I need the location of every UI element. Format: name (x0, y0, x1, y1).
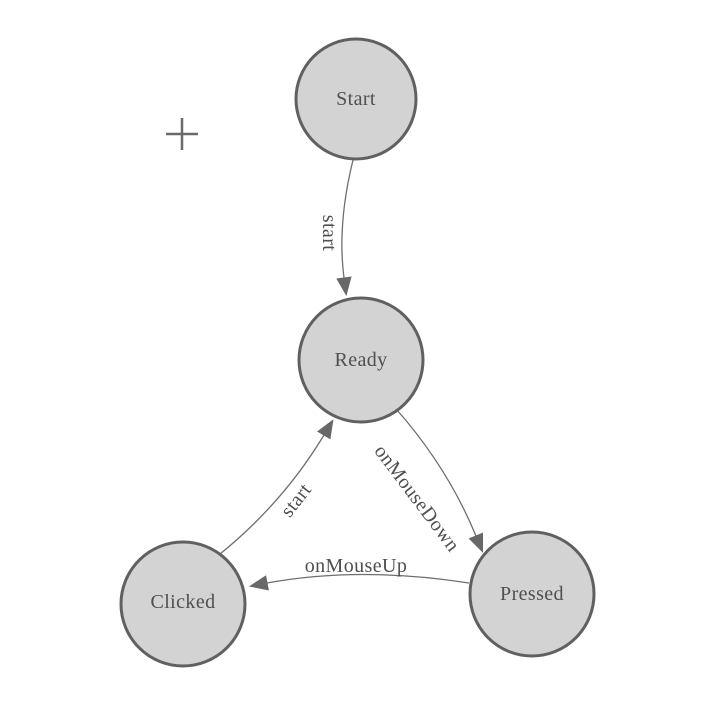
arrowhead-icon (468, 532, 483, 553)
node-pressed[interactable]: Pressed (468, 530, 596, 658)
edge-line (219, 434, 325, 555)
node-circle[interactable] (297, 296, 425, 424)
node-clicked[interactable]: Clicked (119, 540, 247, 668)
node-ready[interactable]: Ready (297, 296, 425, 424)
arrowhead-icon (336, 276, 352, 297)
node-circle[interactable] (294, 37, 418, 161)
node-circle[interactable] (119, 540, 247, 668)
arrowhead-icon (249, 575, 269, 591)
node-label-clicked: Clicked (150, 591, 215, 613)
edge-label-ready-to-pressed: onMouseDown (370, 441, 464, 556)
edge-label-start-to-ready: start (318, 215, 340, 251)
edge-line (396, 409, 477, 537)
arrowhead-icon (317, 419, 334, 440)
node-label-start: Start (336, 88, 376, 110)
edge-clicked-to-ready: start (219, 419, 334, 555)
edge-start-to-ready: start (318, 159, 354, 297)
node-circle[interactable] (468, 530, 596, 658)
edge-line (266, 573, 470, 584)
edge-line (341, 159, 354, 279)
edge-pressed-to-clicked: onMouseUp (249, 555, 470, 591)
node-start[interactable]: Start (294, 37, 418, 161)
edge-label-pressed-to-clicked: onMouseUp (305, 555, 408, 577)
crosshair-plus-icon (166, 118, 198, 150)
node-label-pressed: Pressed (500, 583, 564, 605)
node-label-ready: Ready (334, 349, 387, 371)
edge-ready-to-pressed: onMouseDown (370, 409, 483, 556)
edge-label-clicked-to-ready: start (276, 479, 316, 521)
